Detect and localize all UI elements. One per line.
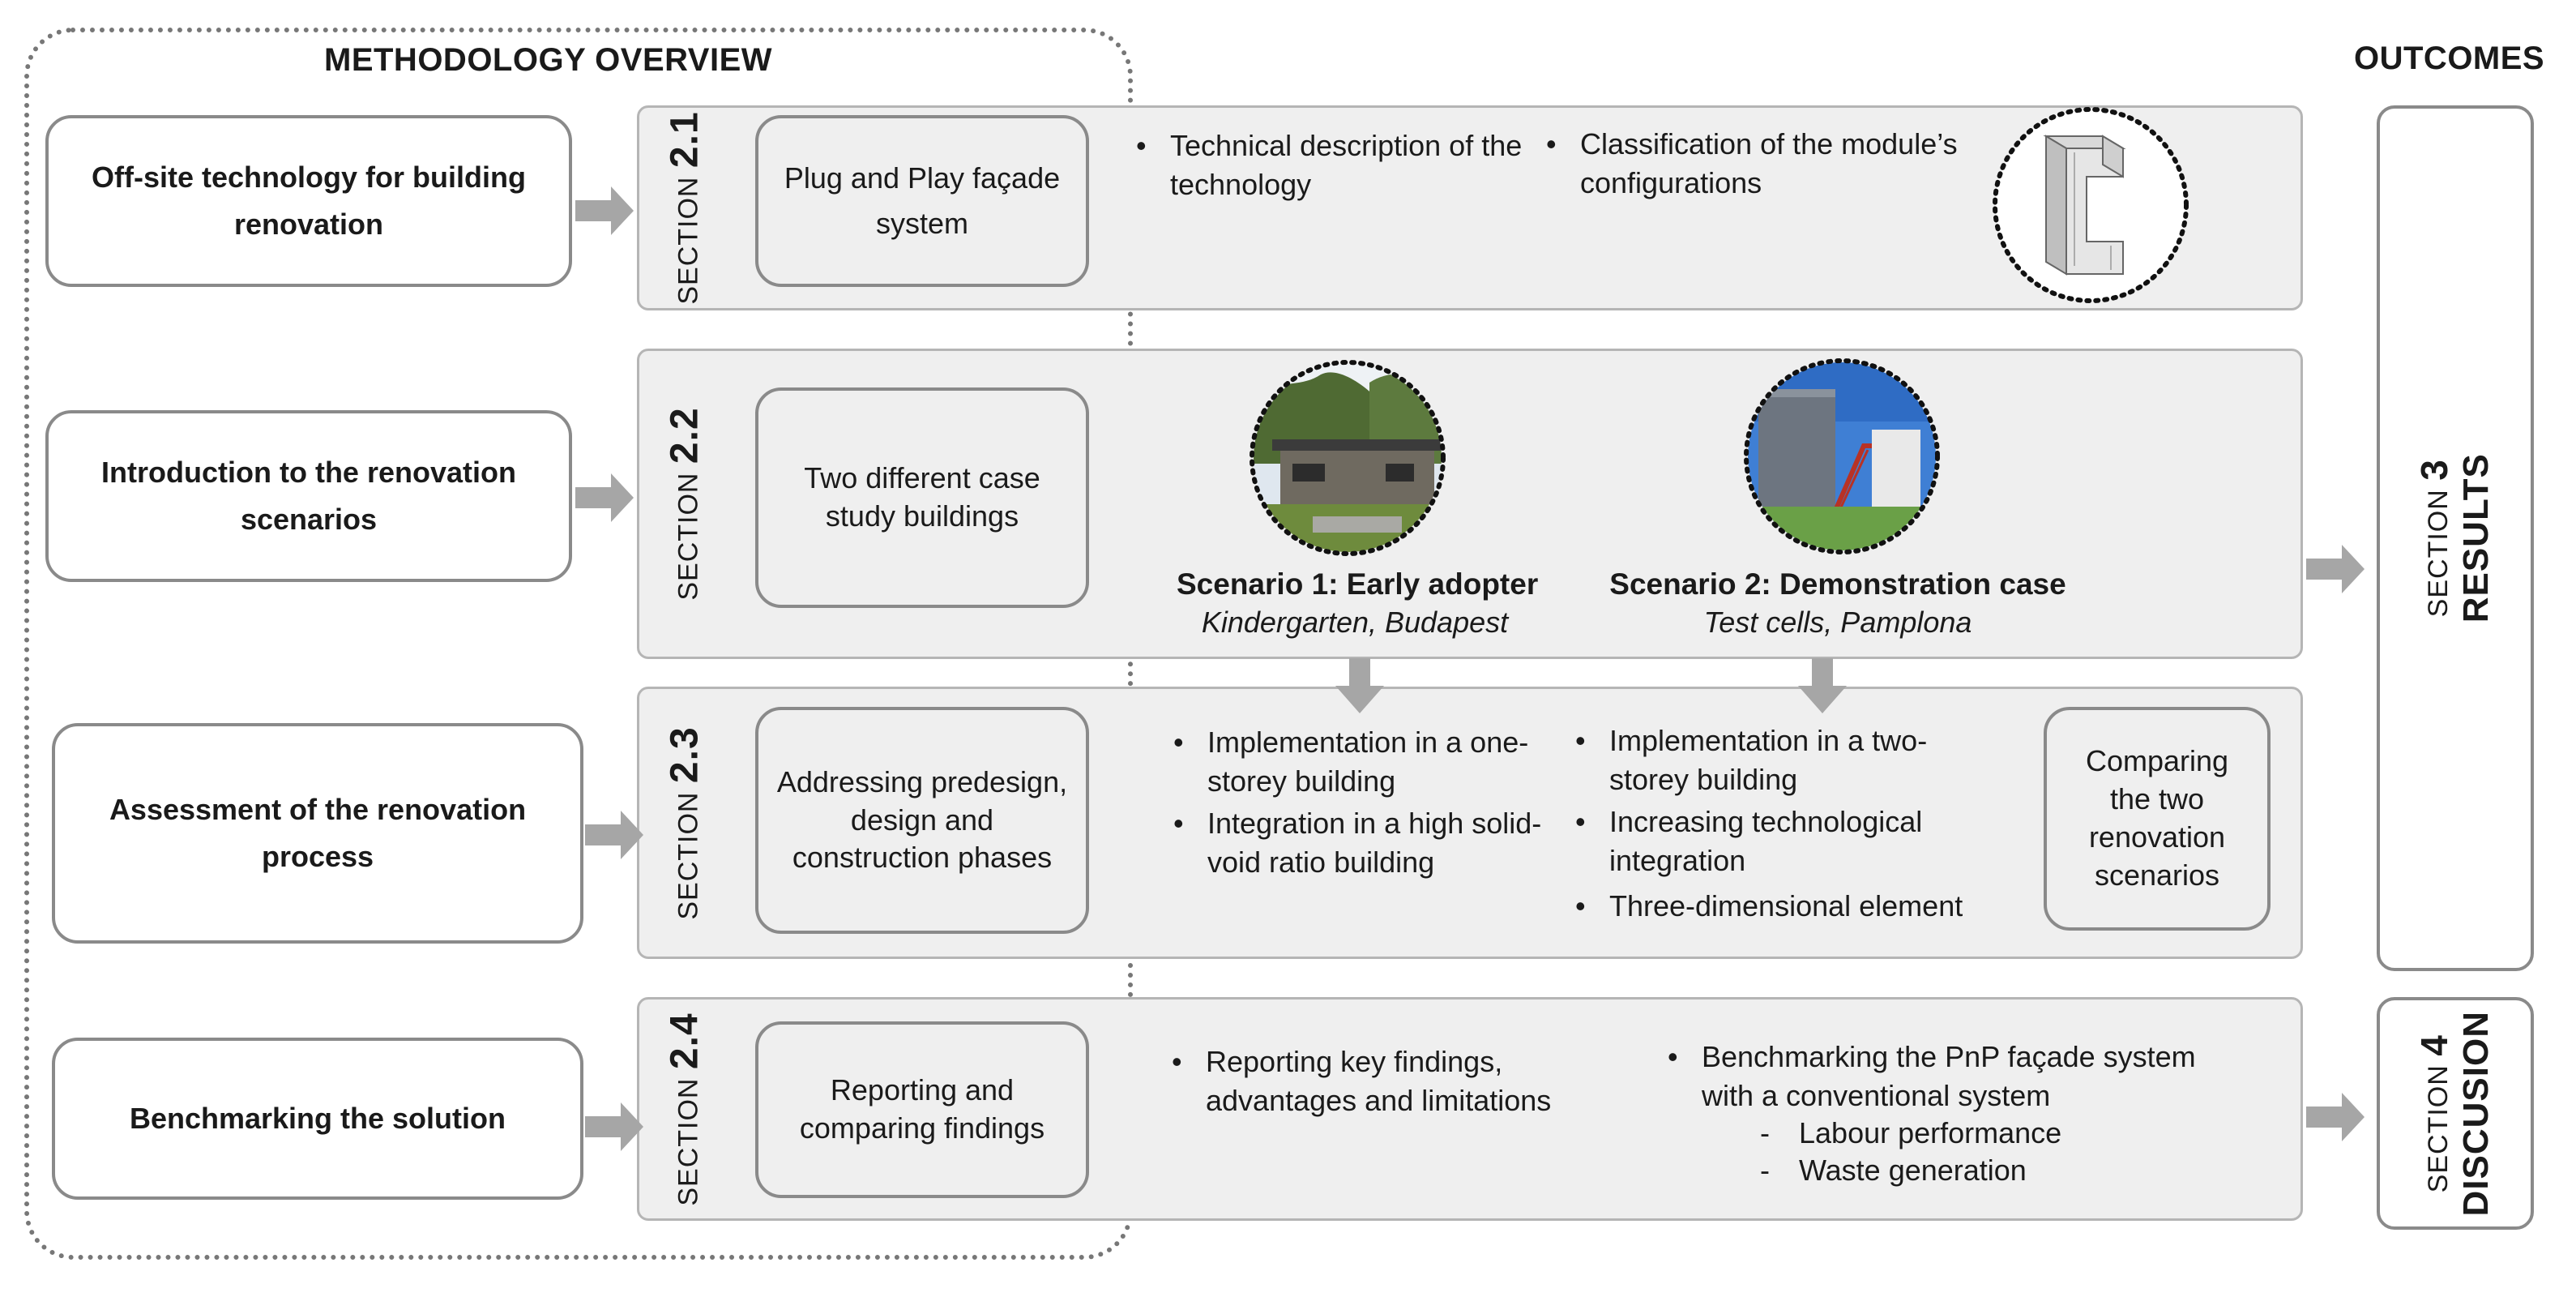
arrow-right-icon (575, 473, 634, 522)
scenario-1-title: Scenario 1: Early adopter (1177, 567, 1539, 601)
outcome-results-box: SECTION 3 RESULTS (2377, 105, 2534, 971)
test-cells-photo (1744, 358, 1940, 554)
step-offsite-technology: Off-site technology for building renovat… (45, 115, 572, 287)
s24-right-bullet: Benchmarking the PnP façade system with … (1668, 1038, 2220, 1115)
s23-left-bullet-1: Implementation in a one-storey building (1173, 723, 1564, 801)
s24-dash-labour: Labour performance (1760, 1114, 2188, 1153)
s21-bullet-classification: Classification of the module’s configura… (1546, 125, 1977, 203)
facade-module-icon (1993, 107, 2189, 303)
arrow-down-icon (1335, 658, 1384, 713)
arrow-right-icon (585, 1102, 643, 1151)
arrow-right-icon (2306, 1093, 2365, 1141)
arrow-right-icon (585, 811, 643, 859)
step-renovation-scenarios: Introduction to the renovation scenarios (45, 410, 572, 582)
section-2-3-label: SECTION 2.3 (663, 726, 707, 920)
step-assessment: Assessment of the renovation process (52, 723, 583, 944)
reporting-box: Reporting and comparing findings (755, 1021, 1089, 1198)
plug-and-play-box: Plug and Play façade system (755, 115, 1089, 287)
s23-right-bullet-2: Increasing technological integration (1575, 803, 1990, 880)
s24-left-bullet: Reporting key findings, advantages and l… (1172, 1042, 1627, 1120)
section-2-4-label: SECTION 2.4 (663, 1012, 707, 1206)
arrow-right-icon (2306, 545, 2365, 593)
scenario-2-title: Scenario 2: Demonstration case (1609, 567, 2066, 601)
section-2-2-label: SECTION 2.2 (663, 407, 707, 601)
phases-box: Addressing predesign, design and constru… (755, 707, 1089, 934)
scenario-2-subtitle: Test cells, Pamplona (1703, 606, 1972, 639)
kindergarten-photo (1250, 360, 1446, 556)
s24-dash-waste: Waste generation (1760, 1151, 2188, 1190)
compare-scenarios-box: Comparing the two renovation scenarios (2044, 707, 2271, 931)
outcome-discussion-box: SECTION 4 DISCUSION (2377, 997, 2534, 1230)
scenario-1-subtitle: Kindergarten, Budapest (1201, 606, 1509, 639)
arrow-down-icon (1798, 658, 1847, 713)
s23-left-bullet-2: Integration in a high solid-void ratio b… (1173, 804, 1580, 882)
outcome-discussion-label: DISCUSION (2456, 1010, 2497, 1217)
arrow-right-icon (575, 186, 634, 235)
section-2-1-label: SECTION 2.1 (663, 111, 707, 305)
outcome-results-label: RESULTS (2456, 453, 2497, 623)
methodology-heading: METHODOLOGY OVERVIEW (324, 42, 773, 78)
s23-right-bullet-3: Three-dimensional element (1575, 887, 2031, 926)
step-benchmarking: Benchmarking the solution (52, 1038, 583, 1200)
s23-right-bullet-1: Implementation in a two-storey building (1575, 721, 1950, 799)
s21-bullet-technical: Technical description of the technology (1136, 126, 1527, 204)
outcomes-heading: OUTCOMES (2354, 41, 2545, 76)
case-study-box: Two different case study buildings (755, 387, 1089, 608)
